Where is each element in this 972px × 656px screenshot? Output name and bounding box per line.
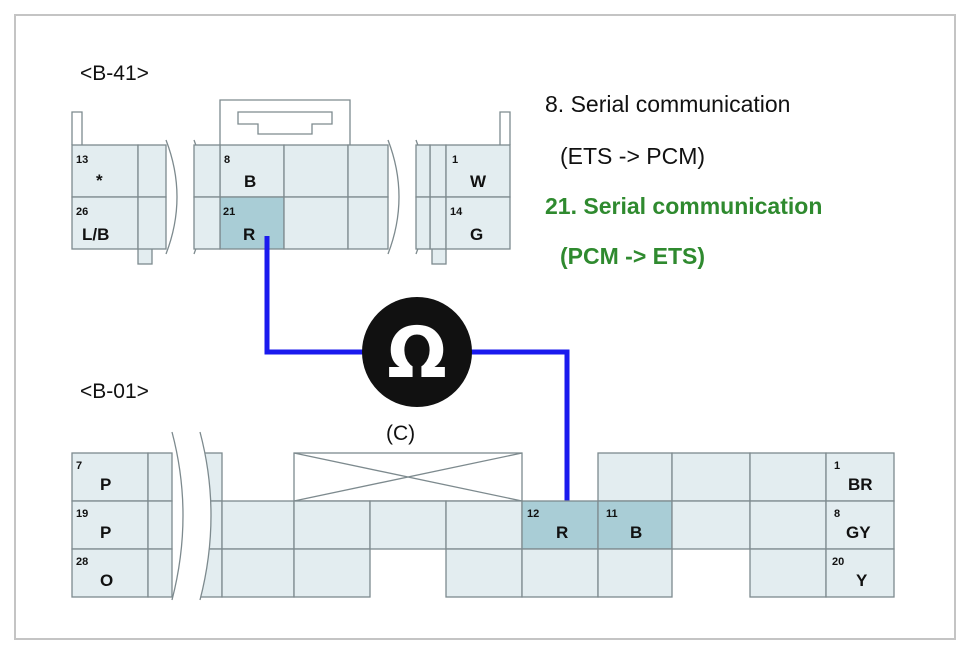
b41-cell [193,144,221,198]
b01-cell [597,452,673,502]
b01-pin-color: P [100,475,111,494]
b41-pin-number: 26 [76,206,88,218]
b41-cell-pin1 [445,144,511,198]
ohm-symbol: Ω [387,312,447,394]
b41-latch-tab [237,111,333,135]
b41-cell [429,196,447,250]
diagram-frame [14,14,956,640]
b41-pin-color: W [470,172,487,191]
test-lead-left [264,236,365,355]
b41-cell [283,196,349,250]
b41-cell-pin13 [71,144,139,198]
b01-pin-number: 7 [76,460,82,472]
b01-cell [597,548,673,598]
b01-cell-pin28 [71,548,149,598]
b01-pin-number: 19 [76,508,88,520]
b01-cell [369,500,447,550]
b01-cell [293,548,371,598]
b01-pin-number: 20 [832,556,844,568]
b01-label: <B-01> [80,380,149,403]
b01-pin-color: R [556,523,568,542]
b01-pin-color: P [100,523,111,542]
b41-cell [347,144,389,198]
b01-cell [445,548,523,598]
b01-cell [293,500,371,550]
ohmmeter-icon: Ω [362,297,472,407]
b01-cell-pin1 [825,452,895,502]
b01-cell-pin20 [825,548,895,598]
b01-pin-color: O [100,571,113,590]
legend-line-pin21-direction: (PCM -> ETS) [560,243,705,269]
b41-cell [137,144,167,198]
b01-cell [147,500,173,550]
b01-connector: 7 P 19 P 28 O 12 R 11 B 1 BR 8 GY 20 Y [71,431,895,601]
b41-cell [283,144,349,198]
b01-pin-color: BR [848,475,873,494]
legend: 8. Serial communication (ETS -> PCM) 21.… [545,91,822,269]
b41-cell [429,144,447,198]
b01-cell [221,500,295,550]
b41-pin-number: 14 [450,206,463,218]
b41-foot-left [137,247,153,265]
b01-pin-color: GY [846,523,871,542]
legend-line-pin21: 21. Serial communication [545,193,822,219]
b01-break [171,431,212,601]
test-lead-right [470,349,570,513]
b01-cell-pin12 [521,500,599,550]
b41-label: <B-41> [80,62,149,85]
b01-pin-number: 1 [834,460,840,472]
b41-latch [219,99,351,145]
b01-cell [147,452,173,502]
legend-line-pin8: 8. Serial communication [545,91,790,117]
b01-cell [221,548,295,598]
b01-cell [147,548,173,598]
b01-cell-pin11 [597,500,673,550]
b41-cell-pin14 [445,196,511,250]
b01-cell [671,452,751,502]
b41-cell [415,144,431,198]
b01-cell [749,500,827,550]
b01-cell [445,500,523,550]
b01-locking-tab-cross [293,452,523,502]
callout-c: (C) [386,422,415,445]
b01-cell [749,548,827,598]
b01-cell-pin19 [71,500,149,550]
b01-pin-number: 11 [606,508,618,520]
b41-pin-color: * [96,171,103,190]
b41-pin-number: 21 [223,206,235,218]
b01-cell-pin8 [825,500,895,550]
b01-pin-color: B [630,523,642,542]
b41-cell [137,196,167,250]
b41-cell [193,196,221,250]
b41-cell [415,196,431,250]
b01-pin-number: 28 [76,556,88,568]
b41-cell [347,196,389,250]
b41-right-peg [499,111,511,145]
b41-pin-color: L/B [82,225,109,244]
legend-line-pin8-direction: (ETS -> PCM) [560,143,705,169]
b01-pin-color: Y [856,571,868,590]
b01-cell [749,452,827,502]
b41-left-peg [71,111,83,145]
b01-pin-number: 12 [527,508,539,520]
b01-cell [521,548,599,598]
b41-connector: 13 * 26 L/B 8 B 21 R 1 W 14 G [71,99,511,265]
b41-pin-color: G [470,225,483,244]
b41-pin-color: B [244,172,256,191]
b41-foot-right [431,247,447,265]
b01-pin-number: 8 [834,508,840,520]
b01-cell [671,500,751,550]
b41-pin-color: R [243,225,255,244]
b41-pin-number: 13 [76,154,88,166]
b41-pin-number: 1 [452,154,458,166]
b41-pin-number: 8 [224,154,230,166]
